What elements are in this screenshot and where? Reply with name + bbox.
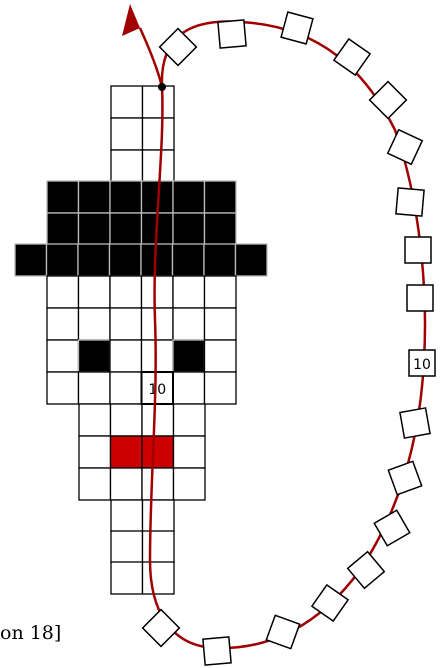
white-cell xyxy=(143,562,175,594)
white-cell xyxy=(205,308,237,340)
red-cell xyxy=(142,436,174,468)
red-cell xyxy=(111,436,143,468)
white-cell xyxy=(111,500,143,532)
white-cell xyxy=(110,308,142,340)
white-cell xyxy=(143,86,175,118)
white-cell xyxy=(205,276,237,308)
white-cell xyxy=(79,372,111,404)
black-cell xyxy=(15,244,47,276)
black-cell xyxy=(47,181,79,213)
loop-square xyxy=(374,510,410,546)
white-cell xyxy=(111,118,143,150)
caption: on 18] xyxy=(0,622,61,644)
white-cell xyxy=(47,340,79,372)
loop-square xyxy=(334,39,370,75)
white-cell xyxy=(79,436,111,468)
arrow-head xyxy=(122,4,140,36)
cell-grid: 10 xyxy=(15,86,267,594)
black-cell xyxy=(205,181,237,213)
white-cell xyxy=(111,86,143,118)
white-cell xyxy=(47,308,79,340)
black-cell xyxy=(79,213,111,245)
white-cell xyxy=(110,340,142,372)
loop-square xyxy=(143,610,180,647)
white-cell xyxy=(205,372,237,404)
black-cell xyxy=(205,213,237,245)
white-cell xyxy=(143,531,175,563)
white-cell xyxy=(174,436,206,468)
black-cell xyxy=(173,213,205,245)
white-cell xyxy=(79,404,111,436)
white-cell xyxy=(205,340,237,372)
numbered-cell-label: 10 xyxy=(148,382,166,398)
white-cell xyxy=(111,150,143,182)
black-cell xyxy=(79,181,111,213)
black-cell xyxy=(173,181,205,213)
white-cell xyxy=(174,468,206,500)
white-cell xyxy=(142,404,174,436)
white-cell xyxy=(143,150,175,182)
black-cell xyxy=(173,340,205,372)
white-cell xyxy=(47,372,79,404)
white-cell xyxy=(142,468,174,500)
black-cell xyxy=(110,213,142,245)
black-cell xyxy=(110,181,142,213)
white-cell xyxy=(173,276,205,308)
loop-square xyxy=(400,408,430,438)
white-cell xyxy=(110,372,142,404)
white-cell xyxy=(111,468,143,500)
white-cell xyxy=(142,276,174,308)
loop-square xyxy=(370,82,407,119)
loop-square xyxy=(405,237,431,263)
white-cell xyxy=(142,340,174,372)
white-cell xyxy=(143,118,175,150)
black-cell xyxy=(79,340,111,372)
white-cell xyxy=(110,276,142,308)
black-cell xyxy=(47,244,79,276)
white-cell xyxy=(142,308,174,340)
white-cell xyxy=(79,276,111,308)
white-cell xyxy=(111,404,143,436)
white-cell xyxy=(173,308,205,340)
black-cell xyxy=(204,244,236,276)
black-cell xyxy=(110,244,142,276)
black-cell xyxy=(236,244,268,276)
white-cell xyxy=(79,308,111,340)
loop-square xyxy=(388,130,423,165)
loop-square xyxy=(266,615,299,648)
white-cell xyxy=(47,276,79,308)
white-cell xyxy=(174,404,206,436)
loop-square xyxy=(281,12,313,44)
loop-square xyxy=(203,637,231,665)
loop-square xyxy=(218,20,246,48)
white-cell xyxy=(111,562,143,594)
white-cell xyxy=(143,500,175,532)
loop-square xyxy=(407,285,433,311)
loop-square xyxy=(348,552,385,589)
white-cell xyxy=(79,468,111,500)
black-cell xyxy=(47,213,79,245)
white-cell xyxy=(111,531,143,563)
black-cell xyxy=(78,244,110,276)
loop-square xyxy=(396,188,424,216)
start-dot xyxy=(158,83,166,91)
white-cell xyxy=(173,372,205,404)
loop-square: 10 xyxy=(409,350,435,376)
loop-square xyxy=(388,461,421,494)
loop-square-label: 10 xyxy=(413,357,431,373)
black-cell xyxy=(173,244,205,276)
